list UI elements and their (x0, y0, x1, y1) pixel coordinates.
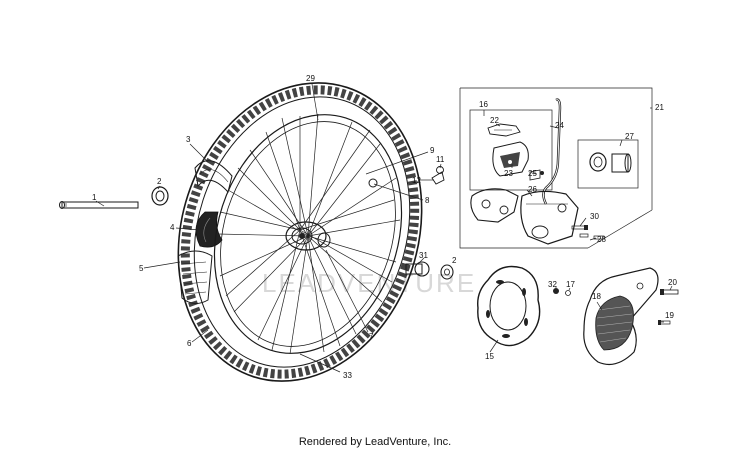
brake-pads[interactable] (492, 141, 529, 177)
caliper-assembly-frame (459, 87, 653, 249)
brake-hose[interactable] (542, 98, 562, 205)
spacer[interactable] (405, 261, 430, 277)
caliper-pin[interactable] (571, 225, 588, 230)
front-wheel[interactable] (141, 51, 459, 413)
bearing-left[interactable] (151, 186, 169, 206)
callout-29: 29 (306, 74, 315, 83)
callout-9: 9 (430, 146, 435, 155)
callout-3: 3 (186, 135, 191, 144)
seal-kit-frame (577, 139, 639, 189)
callout-11: 11 (436, 155, 445, 164)
callout-26: 26 (528, 185, 537, 194)
callout-33: 33 (343, 371, 352, 380)
callout-2-right: 2 (452, 256, 457, 265)
callout-32: 32 (548, 280, 557, 289)
callout-23: 23 (504, 169, 513, 178)
axle[interactable] (59, 201, 139, 209)
piston[interactable] (611, 153, 632, 173)
callout-15: 15 (485, 352, 494, 361)
bleed-screw[interactable] (529, 169, 544, 181)
wheel-hub[interactable] (285, 221, 331, 251)
pin-plug[interactable] (593, 235, 605, 240)
valve-clip[interactable] (431, 166, 445, 185)
pad-kit-frame (469, 109, 553, 191)
callout-labels: 1 2 2 3 4 5 6 7 8 9 11 12 15 16 17 18 19… (92, 74, 677, 380)
caliper-body[interactable] (520, 190, 579, 245)
callout-5: 5 (139, 264, 144, 273)
callout-30: 30 (590, 212, 599, 221)
callout-17: 17 (566, 280, 575, 289)
callout-18: 18 (592, 292, 601, 301)
spoke-nipple[interactable] (368, 178, 378, 188)
disc-guard[interactable] (583, 267, 659, 365)
bearing-right[interactable] (440, 264, 454, 280)
bleed-cap[interactable] (579, 233, 589, 238)
callout-4: 4 (170, 223, 175, 232)
piston-seal[interactable] (589, 152, 607, 172)
callout-25: 25 (528, 169, 537, 178)
footer-credit: Rendered by LeadVenture, Inc. (298, 436, 452, 448)
watermark: LEADVENTURE (262, 268, 476, 298)
guard-bolt-short[interactable] (658, 320, 671, 325)
callout-19: 19 (665, 311, 674, 320)
brake-disc[interactable] (477, 265, 541, 347)
callout-2-left: 2 (157, 177, 162, 186)
callout-27: 27 (625, 132, 634, 141)
callout-1: 1 (92, 193, 97, 202)
callout-6: 6 (187, 339, 192, 348)
callout-8: 8 (425, 196, 430, 205)
callout-22: 22 (490, 116, 499, 125)
caliper-bracket[interactable] (470, 188, 519, 223)
callout-21: 21 (655, 103, 664, 112)
disc-bolt[interactable] (553, 288, 571, 296)
leader-lines (95, 83, 673, 373)
callout-31: 31 (419, 251, 428, 260)
pad-spring[interactable] (487, 123, 521, 137)
callout-20: 20 (668, 278, 677, 287)
callout-12: 12 (412, 176, 421, 185)
callout-16: 16 (479, 100, 488, 109)
callout-28: 28 (597, 235, 606, 244)
callout-7: 7 (369, 332, 374, 341)
guard-bolt-long[interactable] (660, 289, 679, 295)
callout-24: 24 (555, 121, 564, 130)
inner-tube[interactable] (195, 211, 223, 248)
